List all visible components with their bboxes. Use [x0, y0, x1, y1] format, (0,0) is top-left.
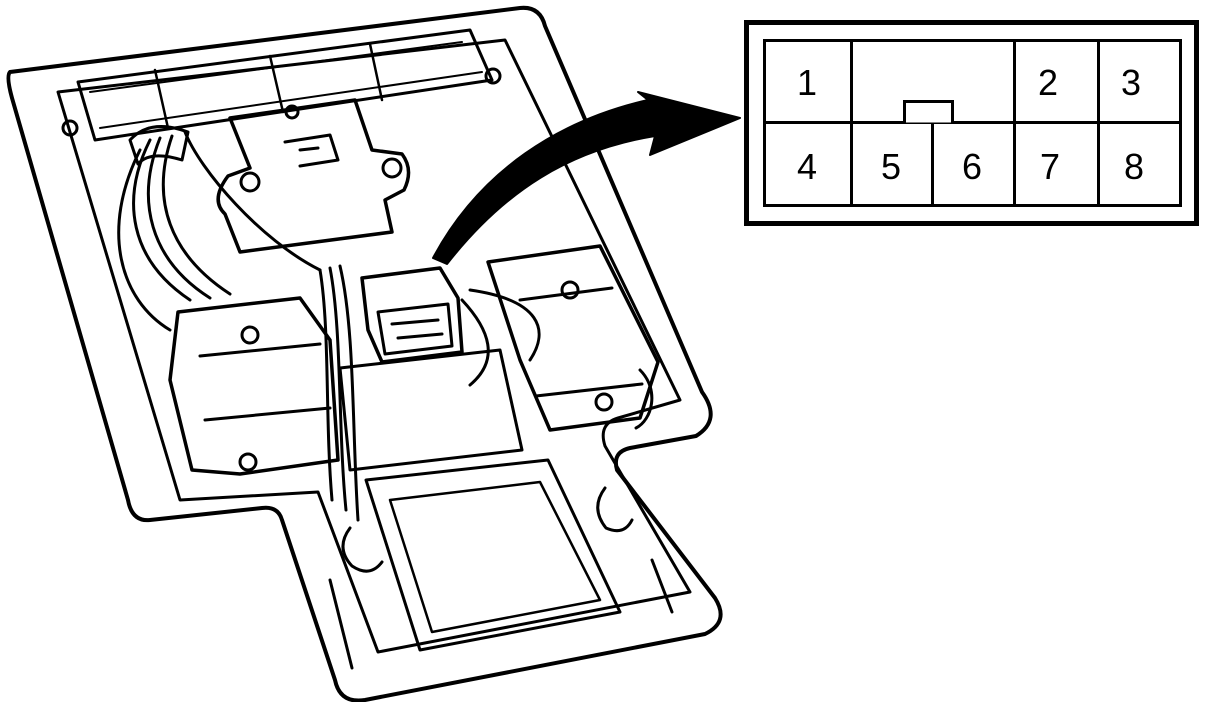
module-screw: [239, 171, 261, 193]
top-vent-frame: [76, 28, 494, 142]
connector-face-view: 1 2 3 4 5 6 7 8: [744, 20, 1199, 226]
pin-number-2: 2: [1038, 62, 1058, 103]
upper-switch-detail: [283, 133, 340, 168]
pin-number-3: 3: [1121, 62, 1141, 103]
center-connector-plug: [376, 302, 454, 356]
pin-number-8: 8: [1124, 146, 1144, 187]
wire-clip: [128, 125, 190, 166]
block-screw: [560, 280, 580, 300]
connector-lock-tab: [903, 100, 954, 123]
retaining-hook: [341, 526, 384, 573]
pin-number-1: 1: [797, 62, 817, 103]
side-rail: [328, 558, 674, 670]
module-screw: [381, 157, 403, 179]
wire-harness: [117, 130, 322, 332]
top-vent-inner: [89, 41, 483, 129]
left-switch-face: [198, 342, 332, 422]
wire-harness: [460, 288, 654, 430]
lower-tray-panel: [364, 458, 622, 652]
left-switch-block: [168, 296, 340, 476]
center-connector-housing: [360, 266, 464, 364]
tray-inner-rim: [56, 38, 692, 654]
screw-hole: [61, 119, 79, 137]
pin-number-7: 7: [1040, 146, 1060, 187]
pin-number-5: 5: [881, 146, 901, 187]
pointer-arrow: [432, 91, 741, 265]
right-switch-face: [518, 286, 644, 398]
right-switch-block: [486, 244, 660, 432]
block-screw: [238, 452, 258, 472]
block-screw: [240, 325, 260, 345]
retaining-hook: [596, 486, 634, 533]
block-screw: [594, 392, 614, 412]
lower-tray-inner: [388, 480, 602, 634]
wire-harness: [318, 264, 360, 522]
screw-hole: [484, 67, 502, 85]
upper-switch-module: [216, 98, 411, 254]
lower-center-plate: [338, 348, 524, 472]
pin-number-6: 6: [962, 146, 982, 187]
tray-outer-outline: [6, 5, 723, 702]
screw-hole: [284, 104, 300, 120]
console-tray-illustration: [6, 5, 723, 702]
pin-number-4: 4: [797, 146, 817, 187]
top-vent-divider-2: [268, 54, 285, 114]
